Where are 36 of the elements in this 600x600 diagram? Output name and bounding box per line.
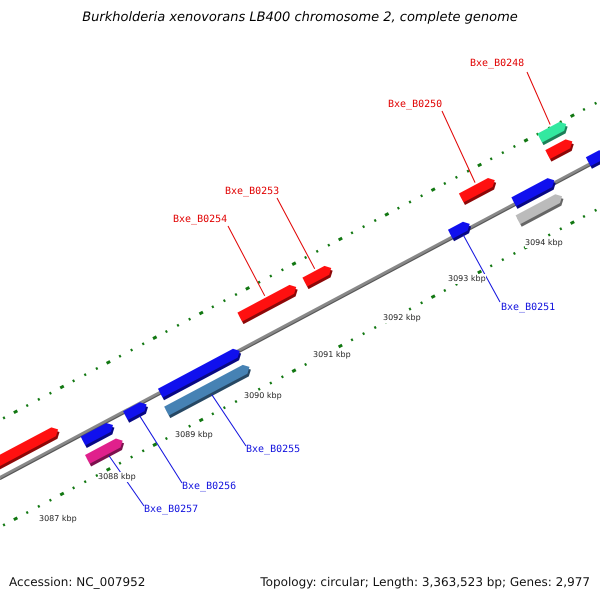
- gene-feature: [123, 402, 148, 423]
- gene-feature: [237, 284, 298, 324]
- gene-feature: [516, 194, 564, 227]
- leader-line: [211, 394, 246, 446]
- genome-stats-text: Topology: circular; Length: 3,363,523 bp; Genes: 2,977: [260, 575, 590, 589]
- gene-label: Bxe_B0257: [144, 504, 198, 516]
- gene-feature: [586, 150, 600, 169]
- gene-feature: [545, 139, 574, 162]
- gene-label: Bxe_B0250: [388, 99, 442, 111]
- gene-label: Bxe_B0251: [501, 302, 556, 314]
- leader-line: [526, 72, 551, 126]
- scale-label: 3093 kbp: [448, 274, 486, 284]
- accession-text: Accession: NC_007952: [9, 575, 146, 589]
- gene-feature: [537, 122, 568, 146]
- leader-line: [442, 110, 476, 184]
- scale-label: 3088 kbp: [98, 472, 136, 482]
- leader-line: [228, 226, 266, 296]
- gene-feature: [458, 178, 496, 205]
- gene-feature: [0, 427, 60, 472]
- scale-label: 3094 kbp: [525, 238, 563, 248]
- gene-label: Bxe_B0255: [246, 444, 300, 456]
- scale-label: 3089 kbp: [175, 430, 213, 440]
- scale-label: 3087 kbp: [39, 514, 77, 524]
- gene-label: Bxe_B0256: [182, 481, 236, 493]
- gene-feature: [302, 266, 333, 290]
- scale-label: 3092 kbp: [383, 313, 421, 323]
- gene-label: Bxe_B0248: [470, 58, 524, 70]
- gene-label: Bxe_B0254: [173, 214, 228, 226]
- gene-feature: [448, 222, 472, 242]
- leader-line: [139, 415, 182, 484]
- scale-label: 3090 kbp: [244, 391, 282, 401]
- gene-label: Bxe_B0253: [225, 186, 280, 198]
- scale-label: 3091 kbp: [313, 350, 351, 360]
- title: Burkholderia xenovorans LB400 chromosome 2, complete genome: [81, 10, 519, 26]
- leader-line: [462, 234, 500, 302]
- gene-feature: [85, 438, 124, 466]
